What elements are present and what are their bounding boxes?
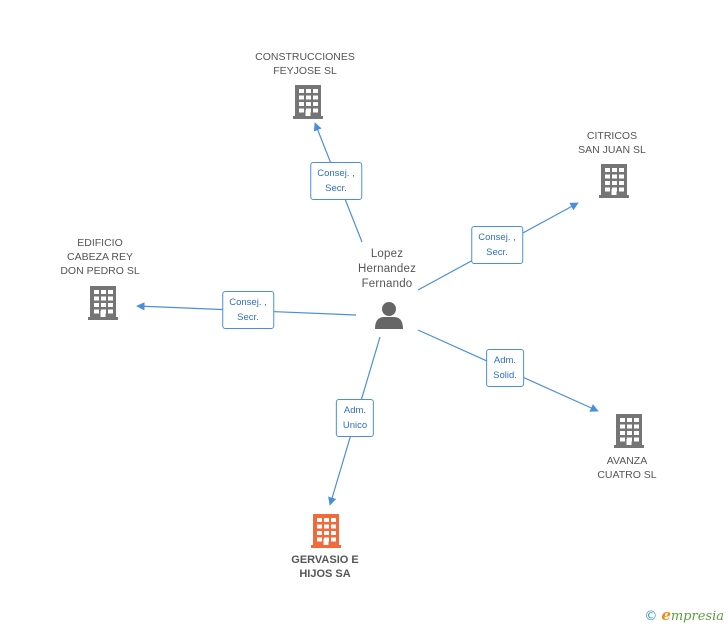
relation-label-line: Secr. — [237, 312, 259, 323]
person-name-line: Lopez — [370, 248, 404, 260]
building-icon[interactable] — [614, 414, 644, 448]
company-name-line: FEYJOSE SL — [273, 65, 337, 77]
company-name-line: DON PEDRO SL — [60, 265, 140, 277]
building-icon[interactable] — [599, 164, 629, 198]
company-name-line: HIJOS SA — [299, 568, 351, 580]
relation-label-construcciones[interactable]: Consej. , Secr. — [310, 162, 362, 200]
relation-label-line: Secr. — [486, 247, 508, 258]
company-name-avanza[interactable]: AVANZA CUATRO SL — [597, 454, 656, 482]
relation-label-edificio[interactable]: Consej. , Secr. — [222, 291, 274, 329]
building-icon[interactable] — [88, 286, 118, 320]
company-name-line: AVANZA — [606, 455, 648, 467]
company-name-edificio[interactable]: EDIFICIO CABEZA REY DON PEDRO SL — [60, 236, 139, 278]
relation-label-line: Adm. — [343, 405, 367, 416]
company-name-line: EDIFICIO — [77, 237, 123, 249]
empresia-watermark[interactable]: ©empresia — [644, 606, 724, 624]
relation-label-line: Unico — [342, 420, 368, 431]
company-name-line: SAN JUAN SL — [578, 144, 646, 156]
relation-label-line: Adm. — [493, 355, 517, 366]
building-icon[interactable] — [293, 85, 323, 119]
company-name-line: CUATRO SL — [597, 469, 657, 481]
company-name-gervasio[interactable]: GERVASIO E HIJOS SA — [291, 553, 358, 581]
brand-name: mpresia — [670, 609, 724, 624]
relation-label-line: Consej. , — [478, 232, 516, 243]
relation-label-line: Consej. , — [317, 168, 355, 179]
company-name-citricos[interactable]: CITRICOS SAN JUAN SL — [578, 129, 646, 157]
person-name-line: Hernandez — [357, 263, 417, 275]
copyright-icon: © — [644, 609, 658, 624]
person-icon[interactable] — [375, 302, 403, 329]
building-icon[interactable] — [311, 514, 341, 548]
relation-label-line: Secr. — [325, 183, 347, 194]
relation-label-line: Solid. — [493, 370, 517, 381]
company-name-construcciones[interactable]: CONSTRUCCIONES FEYJOSE SL — [255, 50, 355, 78]
relation-label-avanza[interactable]: Adm. Solid. — [486, 349, 524, 387]
company-name-line: CITRICOS — [586, 130, 638, 142]
relation-label-citricos[interactable]: Consej. , Secr. — [471, 226, 523, 264]
company-name-line: GERVASIO E — [291, 554, 359, 566]
company-name-line: CABEZA REY — [67, 251, 133, 263]
relation-label-line: Consej. , — [229, 297, 267, 308]
brand-initial: e — [661, 606, 671, 624]
person-name-line: Fernando — [361, 278, 413, 290]
company-name-line: CONSTRUCCIONES — [255, 51, 355, 63]
relation-label-gervasio[interactable]: Adm. Unico — [335, 399, 375, 437]
